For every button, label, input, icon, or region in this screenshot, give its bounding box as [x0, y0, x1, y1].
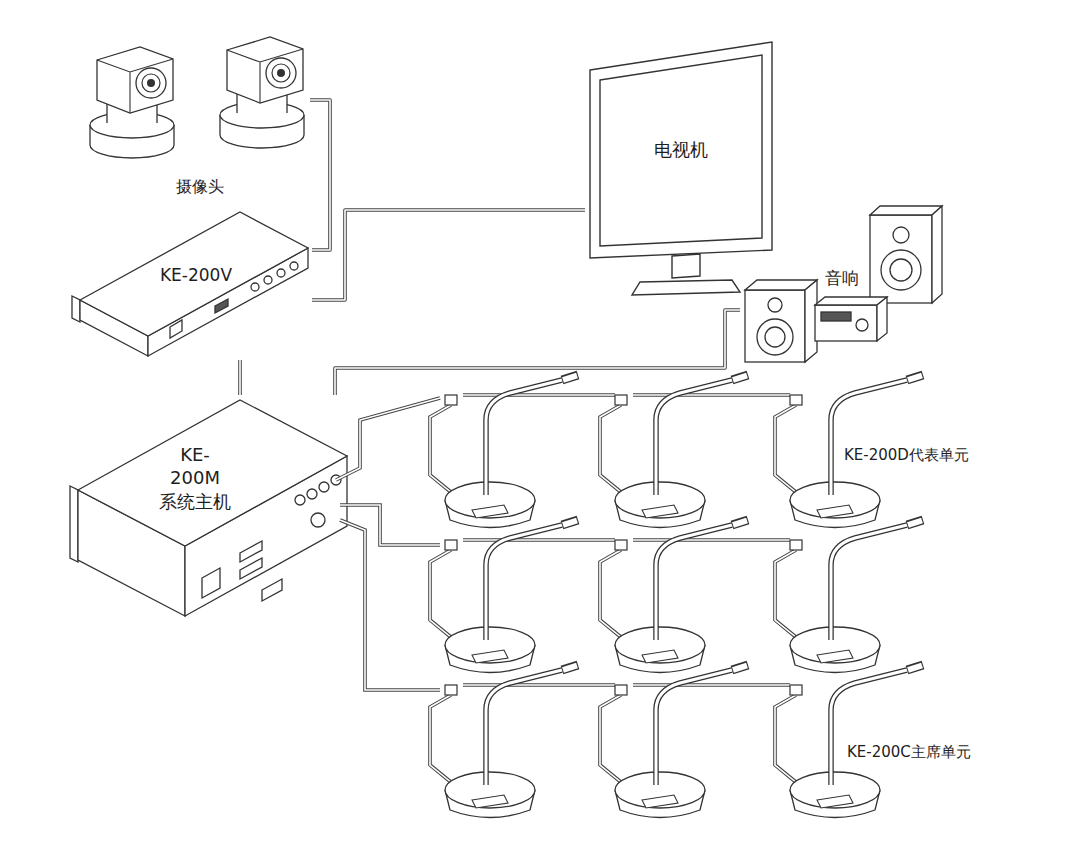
video-processor: KE-200V — [70, 207, 312, 360]
cable-line — [312, 210, 585, 300]
television: 电视机 — [585, 38, 777, 298]
system-host — [70, 486, 78, 562]
mic-cable — [633, 539, 790, 541]
chairman-unit — [600, 665, 748, 818]
speaker-set — [768, 298, 782, 312]
mic-cable — [336, 398, 440, 480]
unit-label: KE-200C主席单元 — [845, 742, 973, 763]
cable-line — [335, 310, 740, 395]
camera — [220, 37, 304, 148]
system-host — [70, 400, 347, 616]
system-host — [202, 568, 220, 598]
speaker-set — [856, 319, 868, 331]
cable-line — [310, 100, 330, 250]
video-processor — [80, 212, 308, 336]
speaker-set: 音响 — [740, 200, 947, 368]
mic-cable — [463, 684, 615, 686]
delegate-unit — [600, 375, 748, 528]
speaker-set — [815, 305, 877, 341]
system-host — [307, 489, 317, 499]
speaker-set — [881, 250, 921, 290]
device-label: KE-200V — [160, 264, 232, 286]
cable-line — [312, 210, 585, 300]
mic-cable — [336, 395, 790, 690]
system-host — [78, 400, 347, 546]
cable-line — [238, 360, 242, 395]
video-processor — [215, 299, 228, 313]
cable — [310, 100, 330, 250]
speaker-set — [765, 327, 785, 347]
mic-cable — [336, 395, 790, 690]
cable-line — [239, 360, 241, 395]
video-processor — [170, 320, 182, 338]
system-host — [240, 558, 262, 579]
video-processor — [264, 276, 272, 284]
system-host — [262, 579, 282, 601]
system-host — [319, 482, 329, 492]
television — [632, 280, 740, 295]
speaker-set — [870, 215, 932, 303]
television — [590, 42, 772, 295]
speaker-set — [932, 206, 942, 303]
unit-label: KE-200D代表单元 — [842, 445, 971, 466]
mic-cable — [463, 393, 615, 397]
mic-cable — [340, 520, 440, 690]
speaker-set — [745, 290, 805, 362]
delegate-unit — [430, 375, 578, 528]
delegate-unit — [775, 520, 923, 673]
speaker-set — [877, 297, 887, 341]
mic-cable — [633, 684, 790, 686]
mic-cable — [340, 505, 440, 545]
cable — [335, 310, 740, 395]
video-processor — [277, 269, 285, 277]
device-label: 音响 — [825, 267, 859, 289]
speaker-set — [890, 259, 912, 281]
speaker-set — [757, 319, 793, 355]
mic-cable — [633, 394, 790, 396]
mic-cable — [336, 398, 440, 480]
video-processor — [290, 262, 298, 270]
mic-cable — [336, 395, 790, 690]
cable — [240, 360, 241, 395]
speaker-set — [821, 312, 851, 321]
mic-cable — [633, 393, 790, 397]
device-label: KE-200M 系统主机 — [159, 443, 231, 513]
cable — [312, 210, 585, 300]
delegate-unit — [430, 520, 578, 673]
mic-cable — [463, 539, 615, 541]
device-label: 电视机 — [654, 138, 708, 161]
cable-line — [335, 310, 740, 395]
television — [672, 254, 700, 278]
system-host — [311, 513, 325, 527]
video-processor — [72, 212, 308, 356]
mic-cable — [463, 538, 615, 542]
mic-cable — [463, 394, 615, 396]
system-host — [295, 495, 305, 505]
system-host — [240, 541, 262, 562]
television — [590, 42, 772, 258]
mic-cable — [633, 683, 790, 687]
speaker-set — [870, 206, 942, 215]
camera-group: 摄像头 — [80, 30, 310, 202]
chairman-unit — [430, 665, 578, 818]
speaker-set — [745, 206, 942, 362]
television — [600, 55, 762, 246]
delegate-unit — [600, 520, 748, 673]
device-label: 摄像头 — [176, 177, 224, 198]
mic-cable — [463, 683, 615, 687]
video-processor — [251, 283, 259, 291]
video-processor — [72, 296, 80, 322]
mic-cable — [633, 538, 790, 542]
system-host: KE-200M 系统主机 — [68, 395, 352, 620]
camera — [90, 47, 174, 158]
speaker-set — [893, 227, 909, 243]
cable-line — [310, 100, 330, 250]
speaker-set — [815, 297, 887, 305]
